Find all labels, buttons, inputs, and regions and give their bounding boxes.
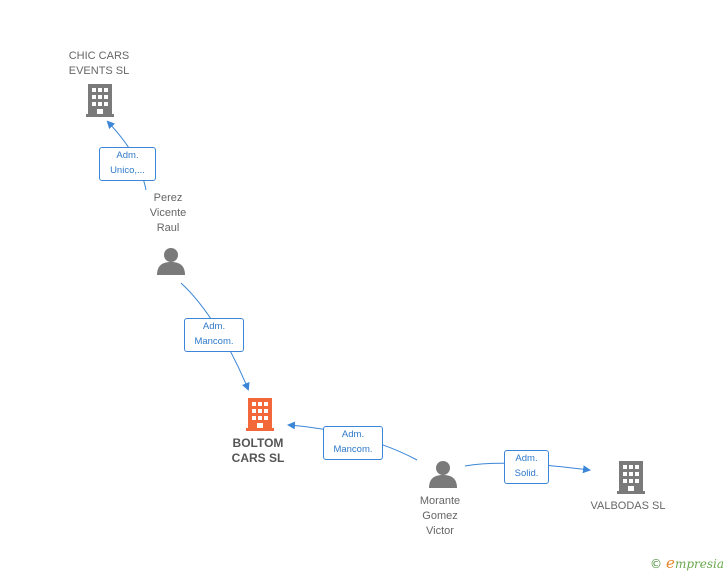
brand-name: mpresia [674,557,724,571]
relation-label-morante-boltom[interactable]: Adm. Mancom. [323,426,383,460]
company-label-boltom[interactable]: BOLTOM CARS SL [231,436,285,465]
relation-label-perez-chic[interactable]: Adm. Unico,... [99,147,156,181]
relation-label-perez-boltom[interactable]: Adm. Mancom. [184,318,244,352]
person-icon[interactable] [157,248,185,275]
building-icon[interactable] [86,84,114,117]
company-label-chic-cars[interactable]: CHIC CARS EVENTS SL [68,50,130,77]
person-label-perez[interactable]: Perez Vicente Raul [149,192,187,234]
copyright-icon: © [650,557,663,571]
building-icon[interactable] [246,398,274,431]
building-icon[interactable] [617,461,645,494]
relation-label-morante-valbodas[interactable]: Adm. Solid. [504,450,549,484]
person-icon[interactable] [429,461,457,488]
company-label-valbodas[interactable]: VALBODAS SL [590,500,666,512]
brand-initial: e [666,554,675,572]
brand-logo: ©empresia [650,554,724,572]
person-label-morante[interactable]: Morante Gomez Victor [419,495,461,537]
